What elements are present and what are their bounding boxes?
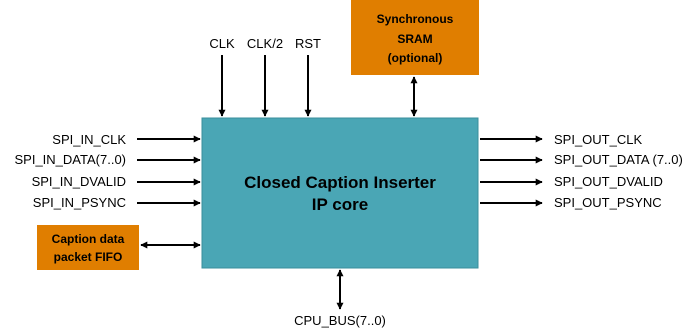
sram-label-line3: (optional) xyxy=(388,51,443,65)
cpu-bus-label: CPU_BUS(7..0) xyxy=(294,313,386,328)
output-spi-out-data-label: SPI_OUT_DATA (7..0) xyxy=(554,152,683,167)
sram-label-line1: Synchronous xyxy=(377,12,454,26)
input-spi-in-psync-label: SPI_IN_PSYNC xyxy=(33,195,126,210)
core-block xyxy=(201,117,479,269)
sram-label-line2: SRAM xyxy=(397,32,432,46)
output-spi-out-dvalid-label: SPI_OUT_DVALID xyxy=(554,174,663,189)
output-spi-out-clk-label: SPI_OUT_CLK xyxy=(554,132,642,147)
top-signal-clk-label: CLK xyxy=(209,36,235,51)
input-spi-in-data-label: SPI_IN_DATA(7..0) xyxy=(15,152,127,167)
input-spi-in-dvalid-label: SPI_IN_DVALID xyxy=(32,174,126,189)
fifo-block xyxy=(37,225,139,270)
top-signal-clk2-label: CLK/2 xyxy=(247,36,283,51)
core-title-line2: IP core xyxy=(312,195,368,214)
fifo-label-line2: packet FIFO xyxy=(54,250,123,264)
input-spi-in-clk-label: SPI_IN_CLK xyxy=(52,132,126,147)
output-spi-out-psync-label: SPI_OUT_PSYNC xyxy=(554,195,662,210)
sram-block xyxy=(351,0,479,75)
top-signal-rst-label: RST xyxy=(295,36,321,51)
fifo-label-line1: Caption data xyxy=(52,232,125,246)
core-title-line1: Closed Caption Inserter xyxy=(244,173,436,192)
